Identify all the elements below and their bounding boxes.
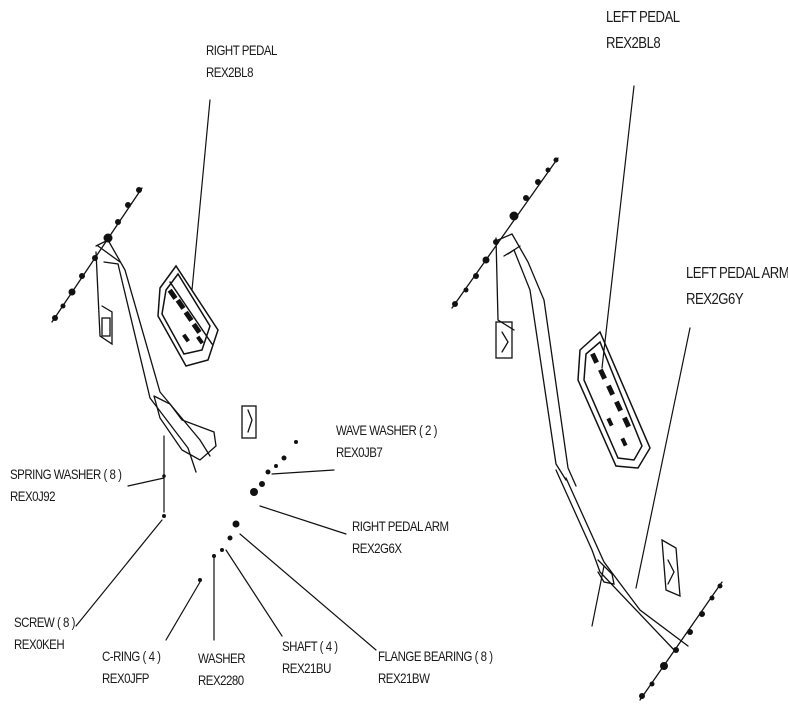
label-part-number: REX2G6Y xyxy=(686,291,744,308)
label-part-number: REX0KEH xyxy=(14,636,65,652)
label-part-number: REX2G6X xyxy=(352,540,402,556)
label-name: LEFT PEDAL ARM xyxy=(686,265,788,282)
left-top-shaft xyxy=(451,157,559,309)
leader-spring-washer xyxy=(127,477,165,487)
label-wave-washer: WAVE WASHER ( 2 ) REX0JB7 xyxy=(336,420,437,462)
label-name: WASHER xyxy=(198,650,246,666)
label-part-number: REX0JB7 xyxy=(336,444,383,460)
label-part-number: REX21BW xyxy=(378,670,430,686)
leader-left-extra xyxy=(591,565,605,627)
left-pedal-arm xyxy=(497,233,689,653)
left-pedal-assembly xyxy=(451,157,723,701)
label-part-number: REX2BL8 xyxy=(206,64,253,80)
label-left-pedal-arm: LEFT PEDAL ARM REX2G6Y xyxy=(686,262,788,312)
leader-left-pedal-arm xyxy=(635,327,691,589)
leader-lines xyxy=(75,85,691,651)
label-shaft: SHAFT ( 4 ) REX21BU xyxy=(282,636,338,678)
label-part-number: REX2280 xyxy=(198,672,244,688)
left-lower-shaft xyxy=(639,581,723,701)
label-flange-bearing: FLANGE BEARING ( 8 ) REX21BW xyxy=(378,646,493,688)
label-name: SPRING WASHER ( 8 ) xyxy=(10,466,122,482)
leader-wave-washer xyxy=(271,469,335,475)
label-screw: SCREW ( 8 ) REX0KEH xyxy=(14,612,75,654)
left-lower-bracket xyxy=(661,538,681,598)
label-part-number: REX0JFP xyxy=(102,670,149,686)
left-top-bracket xyxy=(495,237,515,359)
label-name: SCREW ( 8 ) xyxy=(14,614,75,630)
leader-flange-bearing xyxy=(239,533,377,651)
label-name: WAVE WASHER ( 2 ) xyxy=(336,422,437,438)
label-part-number: REX0J92 xyxy=(10,488,56,504)
leader-left-pedal xyxy=(601,85,635,369)
leader-c-ring xyxy=(165,581,201,641)
leader-right-pedal xyxy=(191,99,211,291)
label-washer: WASHER REX2280 xyxy=(198,648,246,690)
label-name: FLANGE BEARING ( 8 ) xyxy=(378,648,493,664)
label-name: SHAFT ( 4 ) xyxy=(282,638,338,654)
right-lower-hardware xyxy=(162,440,298,582)
label-name: RIGHT PEDAL xyxy=(206,42,277,58)
right-lower-bracket xyxy=(241,405,257,439)
label-name: LEFT PEDAL xyxy=(606,9,680,26)
right-pedal-arm xyxy=(95,239,217,473)
label-spring-washer: SPRING WASHER ( 8 ) REX0J92 xyxy=(10,464,122,506)
leader-right-pedal-arm xyxy=(259,505,347,535)
label-name: C-RING ( 4 ) xyxy=(102,648,161,664)
label-left-pedal: LEFT PEDAL REX2BL8 xyxy=(606,6,680,56)
label-right-pedal: RIGHT PEDAL REX2BL8 xyxy=(206,40,277,82)
right-pedal-body xyxy=(157,264,219,367)
leader-screw xyxy=(75,519,163,627)
leader-shaft xyxy=(225,549,283,637)
right-pedal-assembly xyxy=(51,187,298,582)
left-pedal-body xyxy=(577,330,651,469)
label-right-pedal-arm: RIGHT PEDAL ARM REX2G6X xyxy=(352,516,449,558)
label-part-number: REX2BL8 xyxy=(606,35,661,52)
label-part-number: REX21BU xyxy=(282,660,331,676)
right-top-bracket xyxy=(95,251,113,346)
right-top-shaft xyxy=(51,187,143,323)
label-name: RIGHT PEDAL ARM xyxy=(352,518,449,534)
label-c-ring: C-RING ( 4 ) REX0JFP xyxy=(102,646,161,688)
